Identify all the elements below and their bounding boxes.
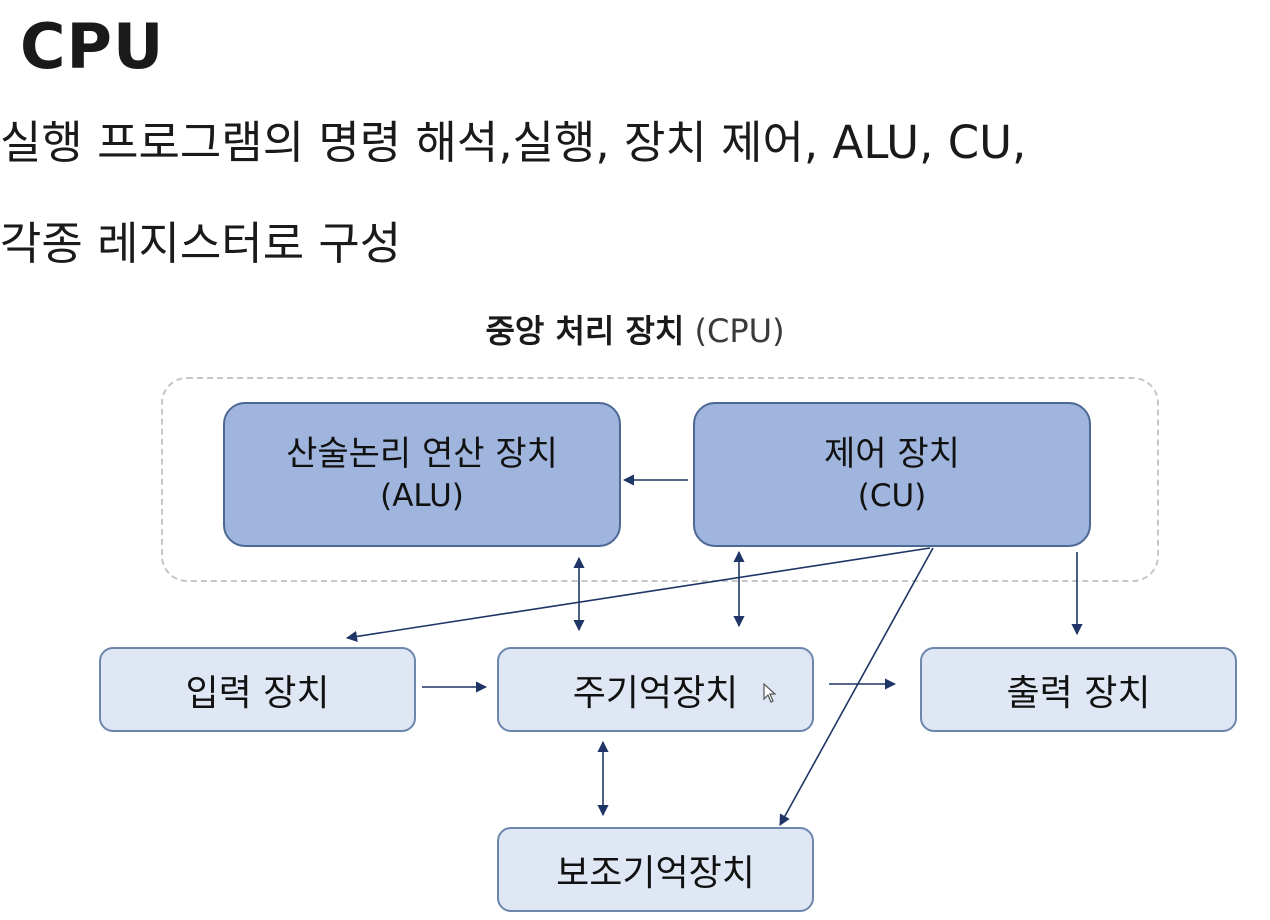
cpu-caption-abbr: (CPU) xyxy=(694,312,785,350)
description-line-2: 각종 레지스터로 구성 xyxy=(0,217,402,270)
description-line-1: 실행 프로그램의 명령 해석,실행, 장치 제어, ALU, CU, xyxy=(0,116,1027,169)
output-device-box: 출력 장치 xyxy=(920,647,1237,732)
cu-label: 제어 장치 xyxy=(824,434,960,475)
cpu-caption-title: 중앙 처리 장치 xyxy=(485,312,685,350)
cpu-boundary xyxy=(161,377,1159,582)
alu-abbr: (ALU) xyxy=(380,478,464,515)
input-device-box: 입력 장치 xyxy=(99,647,416,732)
arrow-cu-to-input xyxy=(345,547,931,642)
main-memory-box: 주기억장치 xyxy=(497,647,814,732)
cu-abbr: (CU) xyxy=(857,478,927,515)
cu-box: 제어 장치 (CU) xyxy=(693,402,1091,547)
secondary-memory-label: 보조기억장치 xyxy=(556,852,755,894)
main-memory-label: 주기억장치 xyxy=(572,672,739,714)
alu-box: 산술논리 연산 장치 (ALU) xyxy=(223,402,621,547)
alu-label: 산술논리 연산 장치 xyxy=(286,434,558,475)
arrow-cu-to-secondary-memory xyxy=(779,547,934,826)
output-device-label: 출력 장치 xyxy=(1006,672,1151,714)
mouse-cursor-icon xyxy=(763,683,777,703)
cpu-caption: 중앙 처리 장치 (CPU) xyxy=(0,306,1270,352)
secondary-memory-box: 보조기억장치 xyxy=(497,827,814,912)
input-device-label: 입력 장치 xyxy=(185,672,330,714)
slide-title: CPU xyxy=(20,10,165,83)
